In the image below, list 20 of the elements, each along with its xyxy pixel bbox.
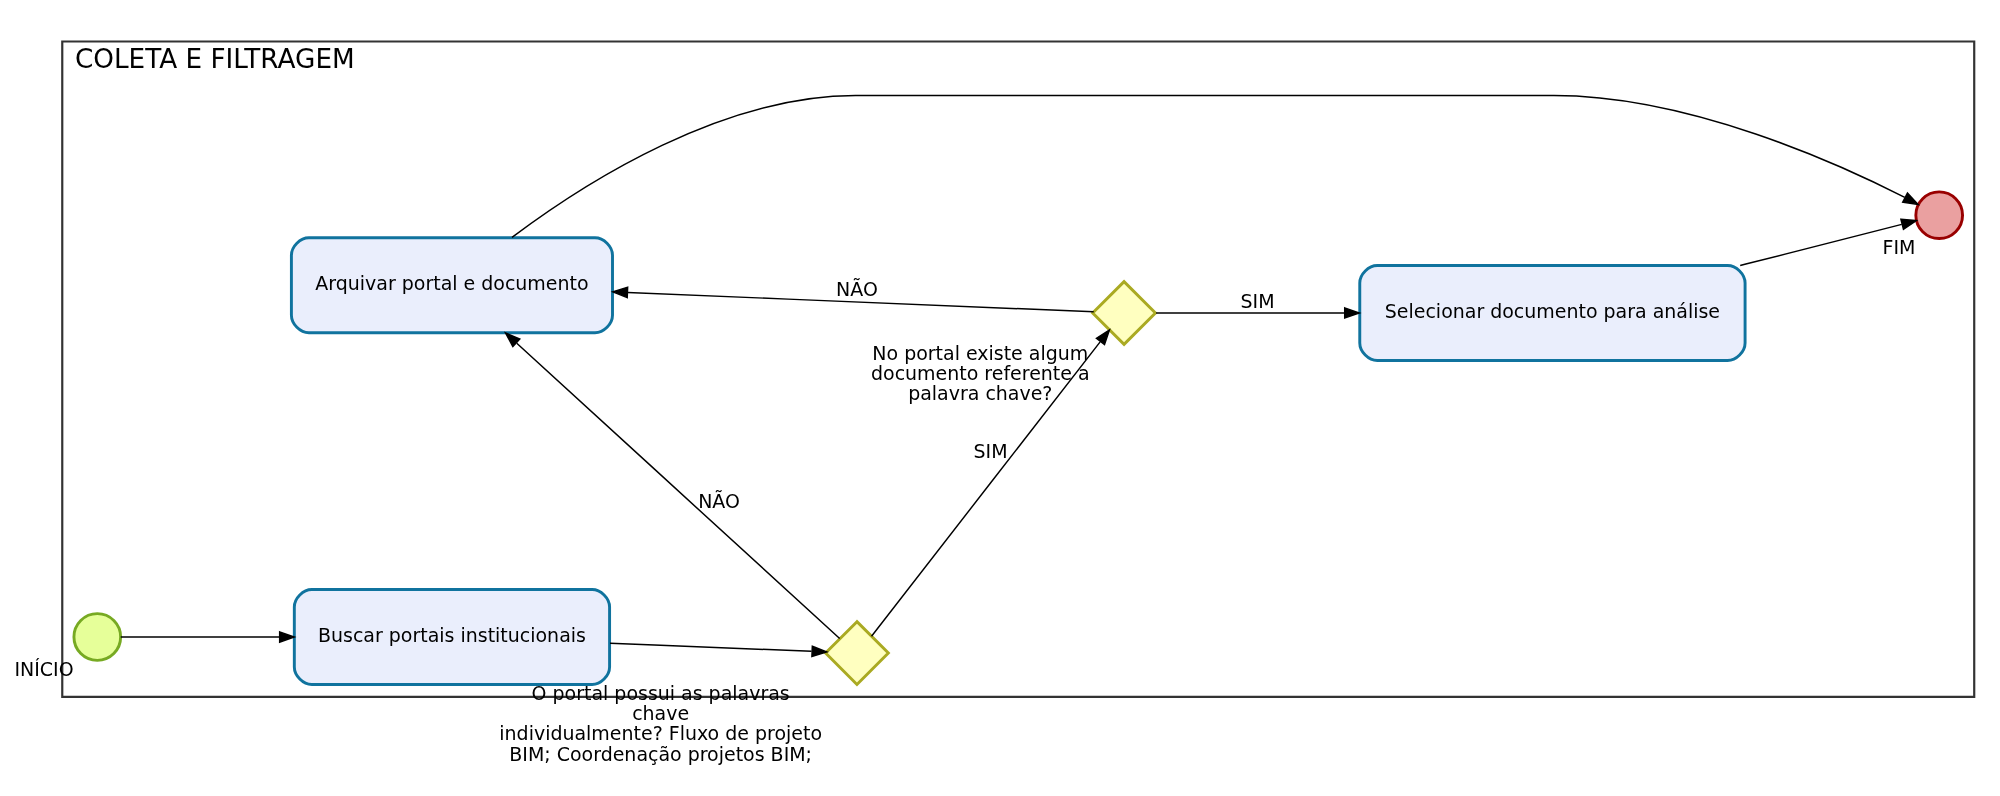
node-circle [1914, 190, 1964, 240]
arrow [503, 331, 841, 640]
arrow [1155, 306, 1362, 320]
edge-label: SIM [1240, 289, 1275, 312]
arrow [1739, 218, 1919, 267]
arrow [511, 94, 1920, 239]
node-label: No portal existe algum documento referente a palavra chave? [871, 341, 1090, 405]
arrow [870, 328, 1111, 637]
node-box: Selecionar documento para análise [1358, 264, 1747, 362]
node-box: Buscar portais institucionais [292, 588, 612, 686]
arrow [609, 642, 829, 658]
node-diamond [823, 619, 891, 687]
arrow [120, 630, 297, 644]
node-box: Arquivar portal e documento [289, 236, 614, 335]
node-circle [72, 612, 123, 662]
node-label: FIM [1882, 235, 1916, 258]
edge-label: SIM [973, 440, 1008, 463]
edge-label: NÃO [836, 278, 878, 301]
edge-label: NÃO [698, 489, 740, 512]
arrow [610, 286, 1095, 313]
